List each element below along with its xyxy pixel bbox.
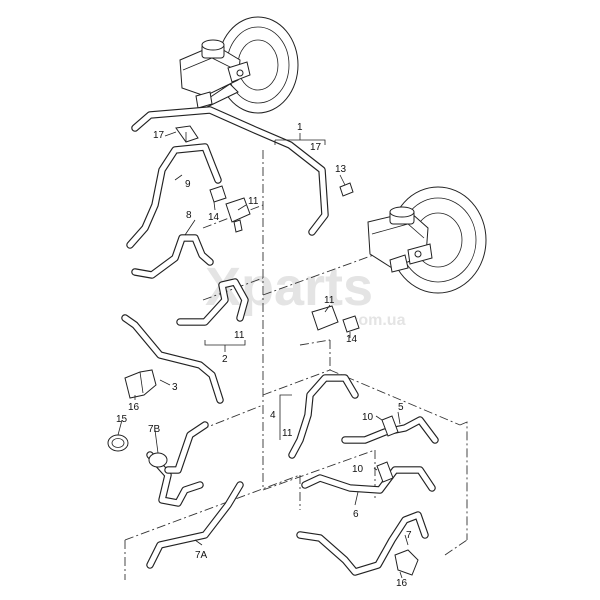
callout-9: 9 (185, 179, 191, 190)
callout-11-d: 11 (282, 428, 293, 439)
callout-5: 5 (398, 402, 404, 413)
bracket-16-lower (394, 549, 419, 576)
callout-7b: 7B (148, 424, 161, 435)
check-valve-10-lower (376, 461, 394, 483)
callout-13: 13 (335, 164, 347, 175)
callout-11-c: 11 (234, 330, 245, 341)
callout-14-a: 14 (208, 212, 220, 223)
callout-2: 2 (222, 354, 228, 365)
hose-6 (301, 466, 436, 494)
hose-4 (288, 374, 359, 459)
watermark: Xparts .com.ua (205, 257, 406, 329)
hose-7 (296, 511, 429, 576)
sensor-11-upper (225, 197, 251, 233)
leader-lines (117, 131, 409, 579)
bracket-16-upper (124, 369, 157, 399)
callout-11-b: 11 (324, 295, 335, 306)
bracket-14-lower (342, 315, 360, 333)
callout-1: 1 (297, 122, 303, 133)
sensor-11-middle (311, 305, 339, 331)
check-valve-10-upper (381, 415, 399, 437)
callout-7: 7 (406, 530, 412, 541)
callout-17-a: 17 (310, 142, 322, 153)
hose-1 (131, 106, 329, 236)
valve-7b (148, 452, 168, 468)
hose-9 (126, 143, 222, 249)
callout-15: 15 (116, 414, 128, 425)
callout-4: 4 (270, 410, 276, 421)
clamp-15 (107, 434, 129, 452)
hose-7b (146, 421, 209, 507)
watermark-domain: .com.ua (345, 312, 406, 329)
callout-16-b: 16 (396, 578, 408, 589)
callout-labels: 1 17 17 9 13 8 14 11 11 14 11 2 3 16 15 … (116, 122, 412, 589)
brake-booster-lower (367, 186, 487, 294)
hose-3 (121, 314, 224, 404)
bracket-17 (175, 125, 199, 143)
hose-2 (176, 278, 249, 326)
callout-10-a: 10 (362, 412, 374, 423)
callout-6: 6 (353, 509, 359, 520)
callout-3: 3 (172, 382, 178, 393)
clip-13 (339, 182, 354, 197)
watermark-brand: Xparts (205, 257, 373, 317)
callout-7a: 7A (195, 550, 208, 561)
hose-7a (146, 481, 244, 569)
bracket-14-upper (209, 185, 227, 203)
callout-16-a: 16 (128, 402, 140, 413)
hose-8 (131, 234, 214, 279)
brake-booster-upper (179, 16, 299, 114)
callout-8: 8 (186, 210, 192, 221)
callout-10-b: 10 (352, 464, 364, 475)
callout-11-a: 11 (248, 196, 259, 207)
callout-17-b: 17 (153, 130, 165, 141)
callout-14-b: 14 (346, 334, 358, 345)
